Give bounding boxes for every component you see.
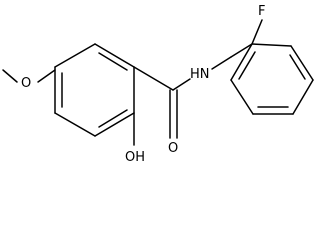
structure-diagram: O OH O HN F (2, 4, 314, 165)
hydroxyl-label: OH (125, 150, 145, 165)
ring-b-bond-7 (230, 43, 253, 81)
methyl-bond (2, 69, 18, 83)
nitrogen-ring-bond (211, 56, 232, 70)
methoxy-group (2, 69, 56, 83)
ring-b-double-1 (289, 54, 306, 80)
ring-a-double-2 (98, 109, 128, 128)
ring-b-bond-2 (251, 43, 292, 47)
methoxy-o-ring-bond (37, 69, 56, 83)
ring-a-double-1 (98, 52, 128, 71)
amide-nitrogen-label: HN (190, 67, 210, 82)
ring-a-bond-4 (54, 112, 96, 137)
right-benzene-ring (230, 43, 314, 115)
amide-group (133, 56, 232, 139)
fluorine-label: F (258, 4, 265, 19)
ring-b-bond-1 (230, 43, 253, 58)
fluorine-group (251, 19, 263, 45)
ring-a-bond-6 (54, 43, 96, 68)
methoxy-oxygen-label: O (21, 76, 31, 91)
left-benzene-ring (54, 43, 135, 137)
ring-b-double-3 (238, 51, 256, 80)
ring-carbonyl-bond (133, 66, 174, 91)
ring-a-bond-1 (94, 43, 135, 68)
carbonyl-nitrogen-bond (172, 78, 191, 91)
fluorine-bond (251, 19, 263, 45)
ring-b-bond-3 (290, 45, 314, 81)
ring-a-bond-3 (94, 112, 135, 137)
carbonyl-oxygen-label: O (168, 141, 178, 156)
ring-b-bond-4 (292, 79, 314, 115)
ring-b-bond-6 (230, 79, 254, 115)
